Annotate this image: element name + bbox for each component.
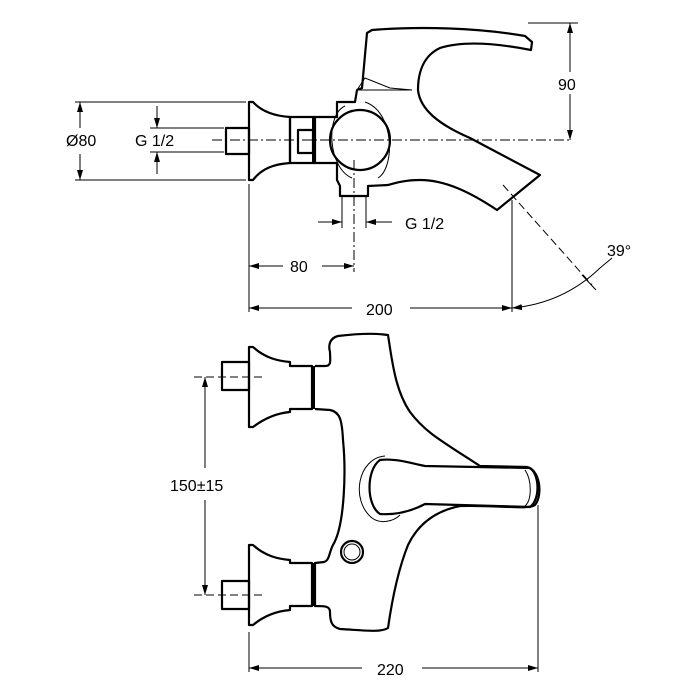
lever-handle: [368, 458, 539, 516]
lower-wall-flange: [247, 543, 314, 627]
diverter-knob: [339, 539, 365, 565]
dim-flange-diameter: Ø80: [66, 133, 96, 150]
faucet-body-top: [313, 332, 541, 632]
dim-inlet-spacing: 150±15: [170, 478, 223, 495]
wall-flange: [247, 100, 292, 182]
diverter-ring: [328, 108, 392, 172]
dim-spout-length: 200: [366, 302, 393, 319]
lever-base-ring: [358, 455, 401, 523]
side-view: Ø80 G 1/2 G 1/2 90 80 200 39°: [66, 22, 631, 319]
dim-outlet-offset: 80: [290, 259, 308, 276]
dim-height: 90: [558, 77, 576, 94]
dim-inlet-thread: G 1/2: [135, 133, 174, 150]
inlet-stub: [224, 126, 251, 156]
lever-joint: [356, 77, 413, 91]
dim-outlet-thread: G 1/2: [405, 216, 444, 233]
upper-wall-flange: [247, 345, 314, 429]
connector-nut: [296, 128, 315, 155]
dim-spout-angle: 39°: [607, 243, 631, 260]
dim-total-length: 220: [377, 662, 404, 679]
faucet-body-side: [315, 26, 542, 212]
upper-inlet-stub: [220, 360, 251, 392]
top-view: 150±15 220: [170, 332, 541, 679]
